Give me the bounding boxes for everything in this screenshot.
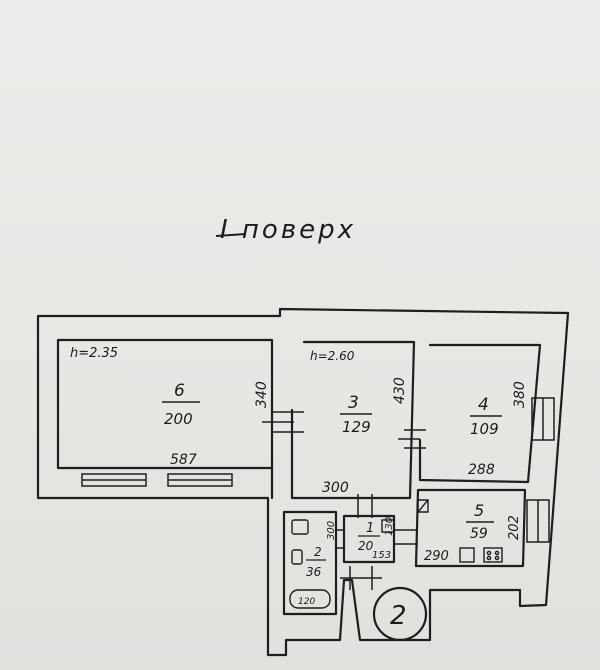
room-4-width: 288 <box>468 462 495 478</box>
washbasin-kitchen-icon <box>459 547 475 563</box>
room-5-area: 59 <box>470 526 488 542</box>
room-3-width: 300 <box>322 480 349 496</box>
door-room-1-to-2 <box>336 529 344 549</box>
room-3-depth: 430 <box>392 377 408 404</box>
room-6-depth: 340 <box>254 381 270 408</box>
room-1-walls <box>342 514 396 564</box>
room-2-number: 2 <box>314 545 322 559</box>
door-room-6-to-3 <box>262 411 304 433</box>
window-room-6-right <box>167 473 233 487</box>
room-1-depth: 130 <box>384 517 395 536</box>
sink-icon <box>291 519 309 535</box>
flat-number-circle <box>372 586 428 642</box>
door-room-3-to-1 <box>357 494 373 518</box>
room-5-width: 290 <box>424 549 449 564</box>
room-4-area: 109 <box>470 420 499 438</box>
window-room-6-left <box>81 473 147 487</box>
room-5-number: 5 <box>474 501 484 520</box>
stove-icon <box>483 547 503 563</box>
room-1-width: 153 <box>372 550 391 561</box>
room-6-area: 200 <box>164 410 193 428</box>
room-6-width: 587 <box>170 452 197 468</box>
room-5-walls <box>414 488 527 568</box>
room-1-area: 20 <box>358 539 374 553</box>
window-room-5 <box>526 499 550 543</box>
flat-number: 2 <box>390 601 407 631</box>
room-3-walls <box>290 340 416 500</box>
room-2-walls <box>282 510 338 616</box>
toilet-icon <box>291 549 303 565</box>
room-5-depth: 202 <box>507 515 522 540</box>
cabinet-icon <box>381 519 395 533</box>
room-6-number: 6 <box>174 381 185 401</box>
door-room-1-to-5 <box>394 529 418 545</box>
room-2-area: 36 <box>306 565 322 579</box>
floor-title: I поверх <box>220 215 356 245</box>
room-4-depth: 380 <box>512 381 528 408</box>
title-stroke <box>215 233 247 237</box>
door-room-3-to-4 <box>398 429 426 449</box>
window-room-4 <box>531 397 555 441</box>
chimney-icon <box>417 499 429 513</box>
bathtub-icon <box>289 589 331 609</box>
outer-wall-outline <box>36 307 570 657</box>
room-2-width: 120 <box>298 597 315 607</box>
room-1-number: 1 <box>366 521 374 536</box>
entrance-door <box>340 566 382 590</box>
room-3-number: 3 <box>348 393 359 413</box>
room-4-number: 4 <box>478 395 489 415</box>
ceiling-height-room-3: h=2.60 <box>310 349 355 363</box>
room-3-area: 129 <box>342 418 371 436</box>
ceiling-height-room-6: h=2.35 <box>70 346 118 361</box>
room-4-walls <box>418 343 542 484</box>
room-2-depth: 300 <box>326 521 337 540</box>
